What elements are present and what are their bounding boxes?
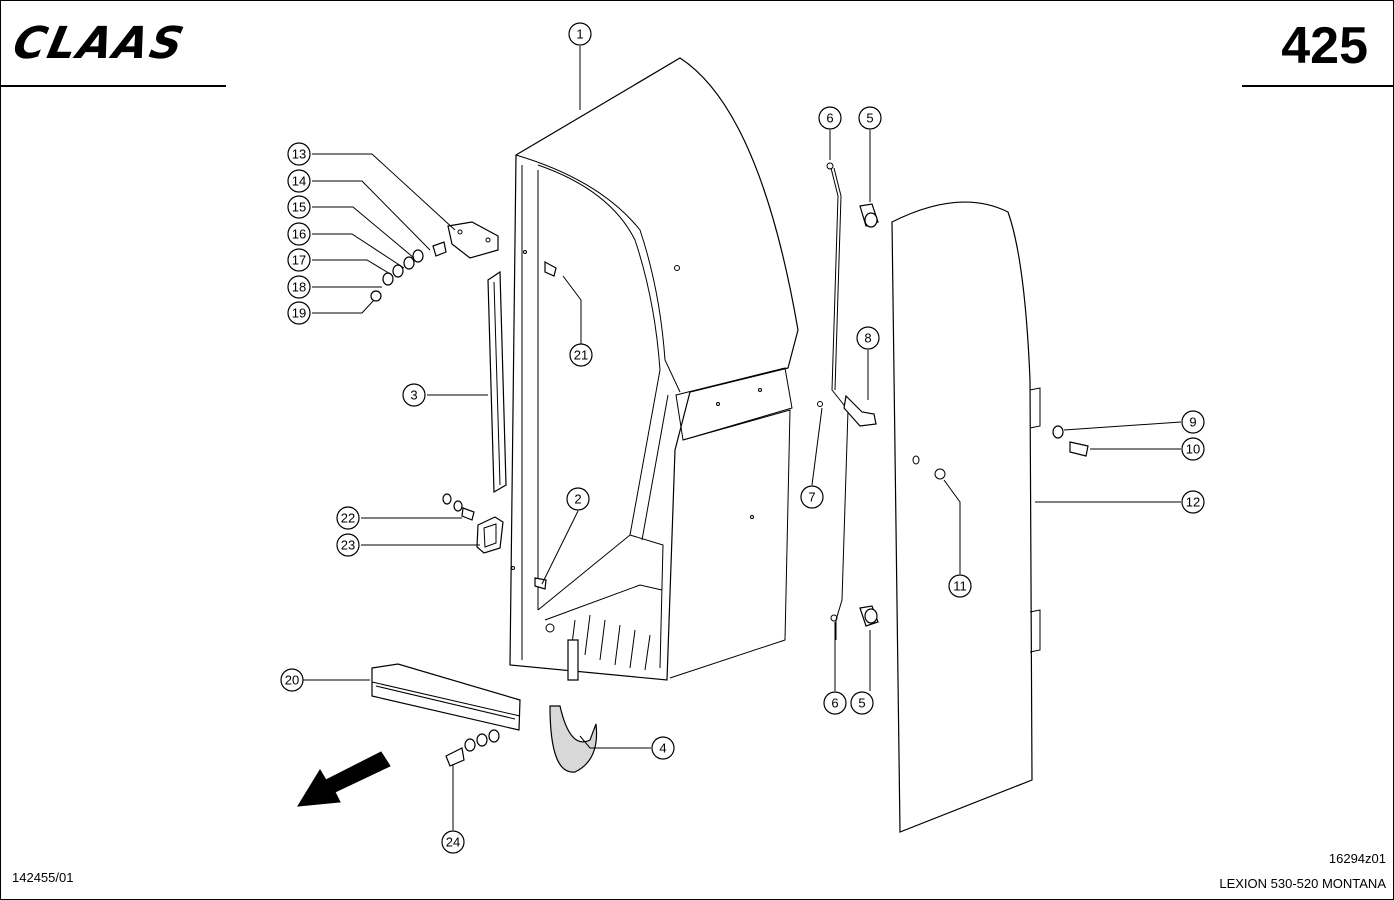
- logo-underline: [0, 85, 226, 87]
- svg-text:19: 19: [292, 306, 306, 321]
- leader-lines: [292, 46, 1182, 830]
- document-id: 142455/01: [12, 870, 74, 885]
- svg-text:16: 16: [292, 227, 306, 242]
- callout-5-top: 5: [858, 106, 882, 130]
- part-8-bracket: [843, 394, 877, 427]
- part-1-housing: [509, 57, 799, 681]
- svg-text:10: 10: [1186, 442, 1200, 457]
- svg-text:2: 2: [574, 492, 581, 507]
- callout-17: 17: [287, 248, 311, 272]
- machine-model: LEXION 530-520 MONTANA: [1219, 876, 1386, 891]
- callout-6-bottom: 6: [823, 691, 847, 715]
- part-12-door-panel: [891, 201, 1041, 833]
- callout-11: 11: [948, 574, 972, 598]
- svg-text:7: 7: [808, 490, 815, 505]
- fastener-stack-14-19: [370, 241, 447, 302]
- callout-21: 21: [569, 343, 593, 367]
- callout-8: 8: [856, 326, 880, 350]
- svg-text:6: 6: [831, 696, 838, 711]
- svg-text:15: 15: [292, 200, 306, 215]
- part-20-rail: [371, 663, 521, 731]
- drawing-id: 16294z01: [1328, 851, 1386, 866]
- svg-text:13: 13: [292, 147, 306, 162]
- svg-text:11: 11: [953, 579, 967, 594]
- callout-14: 14: [287, 169, 311, 193]
- callout-6-top: 6: [818, 106, 842, 130]
- callout-18: 18: [287, 275, 311, 299]
- svg-text:20: 20: [285, 673, 299, 688]
- svg-text:14: 14: [292, 174, 306, 189]
- svg-text:9: 9: [1189, 415, 1196, 430]
- callout-2: 2: [566, 487, 590, 511]
- callout-4: 4: [651, 736, 675, 760]
- svg-text:23: 23: [341, 538, 355, 553]
- callout-3: 3: [402, 383, 426, 407]
- svg-text:4: 4: [659, 741, 666, 756]
- callout-13: 13: [287, 142, 311, 166]
- svg-text:18: 18: [292, 280, 306, 295]
- callout-15: 15: [287, 195, 311, 219]
- part-24-bolt: [445, 729, 500, 767]
- svg-text:17: 17: [292, 253, 306, 268]
- callout-16: 16: [287, 222, 311, 246]
- callout-12: 12: [1181, 490, 1205, 514]
- svg-text:3: 3: [410, 388, 417, 403]
- callout-23: 23: [336, 533, 360, 557]
- part-4-strap: [549, 705, 598, 773]
- svg-text:12: 12: [1186, 495, 1200, 510]
- part-7-pin: [817, 401, 823, 407]
- part-23-latch-plate: [476, 516, 504, 554]
- svg-text:8: 8: [864, 331, 871, 346]
- callout-10: 10: [1181, 437, 1205, 461]
- part-3-vertical-strip: [487, 270, 507, 494]
- page-number: 425: [1281, 17, 1368, 75]
- part-21-bolt: [523, 250, 557, 277]
- part-5-bushing-bottom: [859, 605, 879, 627]
- callout-9: 9: [1181, 410, 1205, 434]
- part-13-bracket: [447, 221, 499, 259]
- svg-text:5: 5: [858, 696, 865, 711]
- svg-text:24: 24: [446, 835, 460, 850]
- callout-22: 22: [336, 506, 360, 530]
- svg-text:5: 5: [866, 111, 873, 126]
- callout-5-bottom: 5: [850, 691, 874, 715]
- svg-text:22: 22: [341, 511, 355, 526]
- callout-19: 19: [287, 301, 311, 325]
- callout-7: 7: [800, 485, 824, 509]
- direction-arrow-icon: [297, 751, 391, 807]
- part-9-nut: [1052, 425, 1064, 439]
- part-22-screw: [442, 493, 475, 521]
- svg-text:21: 21: [574, 348, 588, 363]
- page-number-underline: [1242, 85, 1394, 87]
- callout-20: 20: [280, 668, 304, 692]
- part-10-bolt: [1069, 441, 1089, 457]
- part-5-bushing-top: [859, 203, 879, 228]
- callout-1: 1: [568, 22, 592, 46]
- callout-24: 24: [441, 830, 465, 854]
- svg-text:1: 1: [576, 27, 583, 42]
- svg-text:6: 6: [826, 111, 833, 126]
